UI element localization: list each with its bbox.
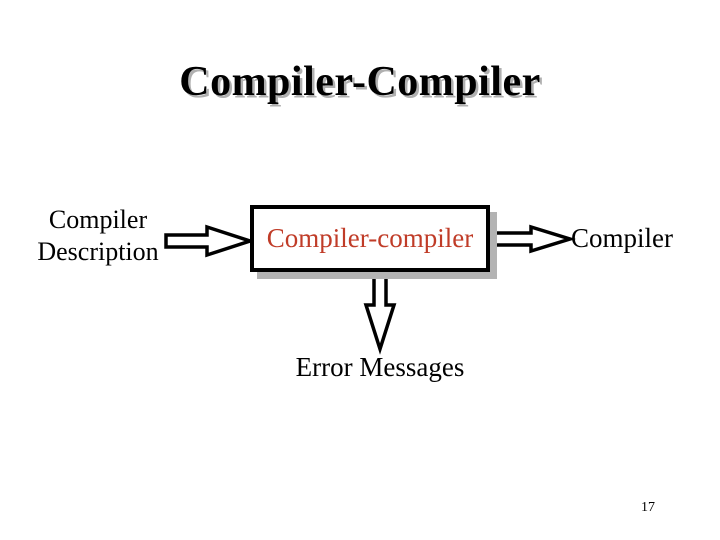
arrow-box-to-output-icon [487,224,576,254]
compiler-description-label-line1: Compiler [48,205,148,234]
error-messages-label: Error Messages [295,352,465,382]
arrow-box-to-error-icon [363,270,397,355]
slide-title: Compiler-Compiler [179,59,541,105]
page-number: 17 [641,500,655,515]
compiler-compiler-box-label: Compiler-compiler [266,223,474,253]
compiler-description-label-line2: Description [37,237,159,266]
compiler-output-label: Compiler [571,223,673,253]
arrow-input-to-box-icon [164,224,256,258]
compiler-compiler-box: Compiler-compiler [250,205,490,272]
compiler-description-label: Compiler Description [24,204,172,268]
